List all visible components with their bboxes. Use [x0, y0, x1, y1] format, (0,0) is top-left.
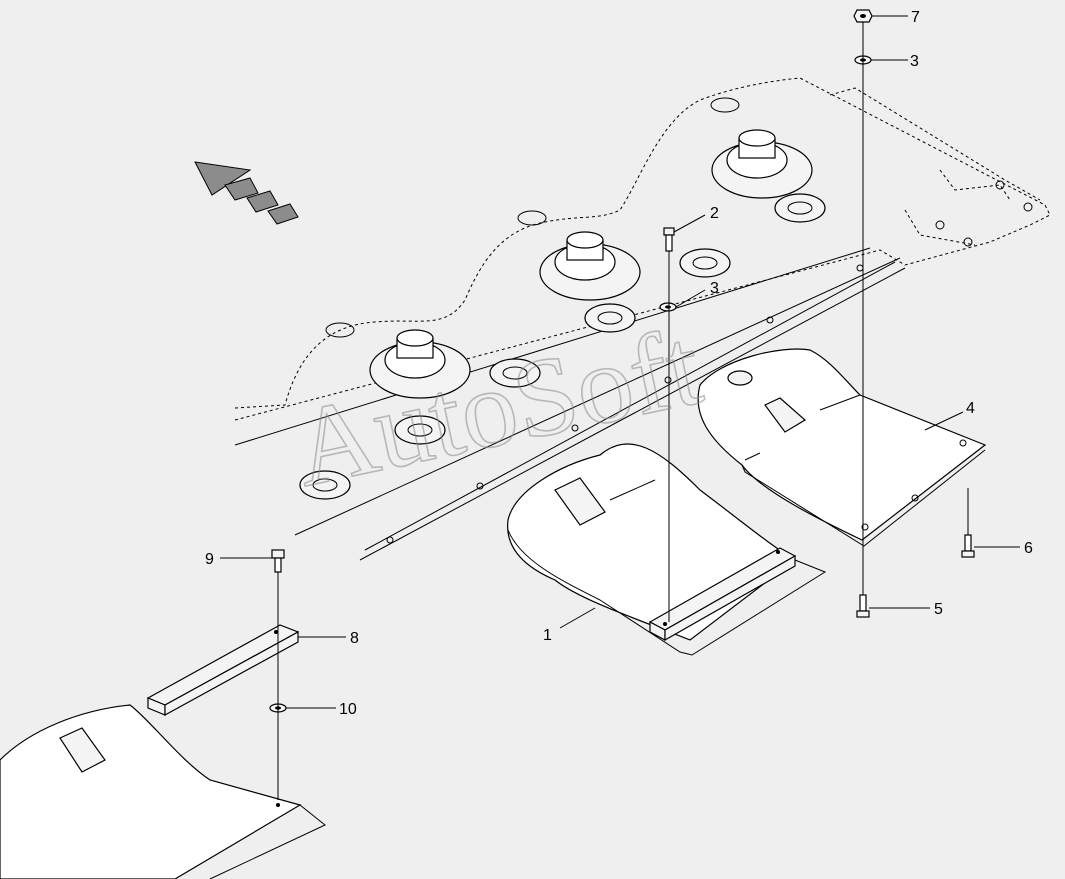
assembly-lines: [277, 22, 969, 800]
bar-hole: [995, 180, 1005, 190]
skid-plate-4: [697, 348, 987, 547]
callout-7: 7: [911, 9, 920, 26]
bar-hole: [386, 536, 394, 544]
callout-1: 1: [543, 627, 552, 644]
bolt-icon: [663, 227, 675, 252]
bar-bosses: [299, 193, 826, 500]
bar-hole: [476, 482, 484, 490]
callout-3-lower: 3: [710, 280, 719, 297]
callout-5: 5: [934, 601, 943, 618]
bar-hole: [856, 264, 864, 272]
callout-2: 2: [710, 205, 719, 222]
bar-hole: [664, 376, 672, 384]
cutter-bar-rear-edge: [829, 87, 1041, 201]
skid-plate-1: [507, 443, 827, 656]
bar-hole: [571, 424, 579, 432]
cutter-bar-outline: [234, 77, 1051, 421]
cutter-disc-1: [369, 329, 471, 399]
cutter-bar-end-plate: [904, 169, 1011, 246]
bar-slot: [517, 210, 547, 226]
bar-hole: [766, 316, 774, 324]
bar-slot: [325, 322, 355, 338]
cutter-disc-3: [711, 129, 813, 199]
wear-bar-8: [146, 624, 300, 717]
callout-8: 8: [350, 630, 359, 647]
callout-6: 6: [1024, 540, 1033, 557]
skid-plate-lower-left: [0, 704, 326, 879]
bolt-icon: [856, 594, 870, 618]
bar-hole: [935, 220, 945, 230]
cutter-disc-2: [539, 231, 641, 301]
callout-9: 9: [205, 551, 214, 568]
bar-hole: [963, 237, 973, 247]
bolt-icon: [961, 534, 975, 558]
bolt-icon: [271, 549, 285, 573]
callout-4: 4: [966, 400, 975, 417]
bar-slot: [710, 97, 740, 113]
callout-labels: 1 2 3 3 4 5 6 7 8 9 10: [205, 9, 1033, 718]
nut-icon: [853, 9, 873, 23]
callout-10: 10: [339, 701, 357, 718]
callout-3-upper: 3: [910, 53, 919, 70]
cutter-bar: [234, 77, 1051, 561]
bar-hole: [1023, 202, 1033, 212]
leader-lines: [220, 15, 1020, 709]
cutter-bar-lower-edge: [234, 247, 906, 561]
travel-direction-arrow-icon: [194, 161, 299, 225]
